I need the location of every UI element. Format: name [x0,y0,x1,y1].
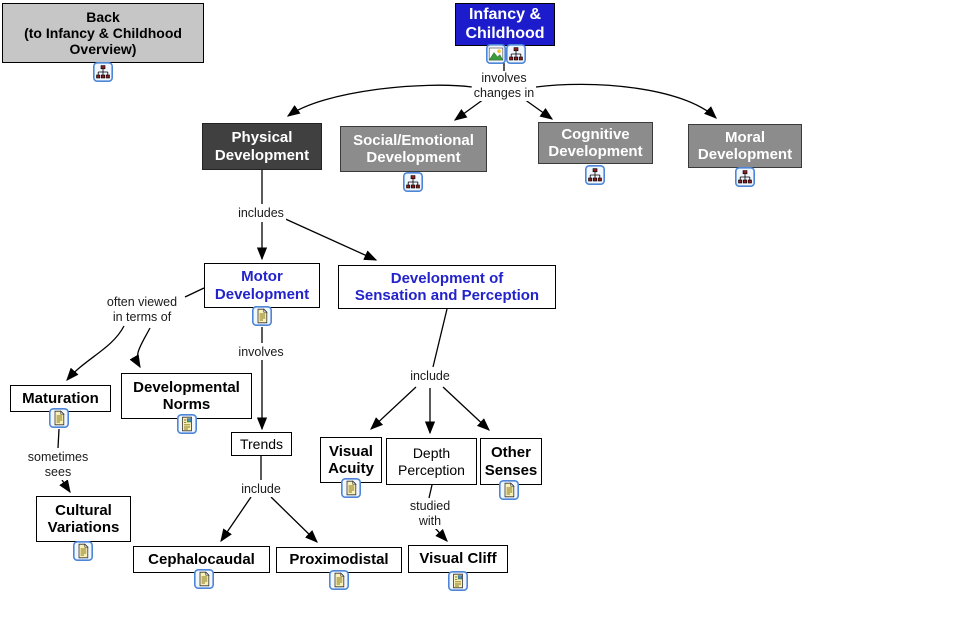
node-visual-acuity[interactable]: Visual Acuity [320,437,382,483]
node-maturation[interactable]: Maturation [10,385,111,412]
link-label-include-trends: include [239,482,283,497]
edge-include-proximodistal [270,496,318,543]
node-sensation-perception[interactable]: Development of Sensation and Perception [338,265,556,309]
edge-studied-visualcliff [434,527,448,542]
edge-include-othersenses [442,386,490,431]
node-physical-development[interactable]: Physical Development [202,123,322,170]
edge-sensation-include [432,308,448,368]
node-moral-development[interactable]: Moral Development [688,124,802,168]
link-label-sometimes-sees: sometimes sees [25,450,91,480]
node-cephalocaudal[interactable]: Cephalocaudal [133,546,270,573]
cognitive-hierarchy-icon[interactable] [585,165,605,185]
other-senses-document-icon[interactable] [499,480,519,500]
edge-oftenviewed-maturation [66,325,125,381]
infancy-hierarchy-icon[interactable] [506,44,526,64]
node-cultural-variations[interactable]: Cultural Variations [36,496,131,542]
node-cognitive-development[interactable]: Cognitive Development [538,122,653,164]
maturation-document-icon[interactable] [49,408,69,428]
link-label-involves: involves [236,345,286,360]
infancy-image-icon[interactable] [486,44,506,64]
back-hierarchy-icon[interactable] [93,62,113,82]
edge-label-physical [286,84,473,117]
edge-label-social [453,98,485,121]
link-label-involves-changes-in: involves changes in [471,71,537,101]
social-hierarchy-icon[interactable] [403,172,423,192]
norms-illustrated-document-icon[interactable] [177,414,197,434]
node-visual-cliff[interactable]: Visual Cliff [408,545,508,573]
edge-motor-oftenviewed [184,287,205,298]
proximodistal-document-icon[interactable] [329,570,349,590]
node-depth-perception[interactable]: Depth Perception [386,438,477,485]
node-infancy-childhood[interactable]: Infancy & Childhood [455,3,555,46]
edge-label-cognitive [523,98,554,120]
edge-includes-sensation [280,216,378,261]
visual-cliff-illustrated-document-icon[interactable] [448,571,468,591]
node-social-emotional-development[interactable]: Social/Emotional Development [340,126,487,172]
edge-maturation-sometimes [57,428,60,449]
motor-document-icon[interactable] [252,306,272,326]
visual-acuity-document-icon[interactable] [341,478,361,498]
edge-oftenviewed-norms [129,327,151,369]
edge-include-visualacuity [370,386,417,430]
node-back-link[interactable]: Back (to Infancy & Childhood Overview) [2,3,204,63]
node-other-senses[interactable]: Other Senses [480,438,542,485]
node-proximodistal[interactable]: Proximodistal [276,547,402,573]
node-trends[interactable]: Trends [231,432,292,456]
edge-include-cephalocaudal [220,496,252,543]
link-label-studied-with: studied with [407,499,453,529]
edge-label-moral [535,83,717,119]
cephalocaudal-document-icon[interactable] [194,569,214,589]
node-motor-development[interactable]: Motor Development [204,263,320,308]
cultural-document-icon[interactable] [73,541,93,561]
link-label-include-senses: include [408,369,452,384]
node-developmental-norms[interactable]: Developmental Norms [121,373,252,419]
link-label-includes: includes [236,206,286,221]
edge-sometimes-cultural [59,479,71,494]
edge-depth-studied [428,484,433,499]
link-label-often-viewed: often viewed in terms of [104,295,180,325]
moral-hierarchy-icon[interactable] [735,167,755,187]
